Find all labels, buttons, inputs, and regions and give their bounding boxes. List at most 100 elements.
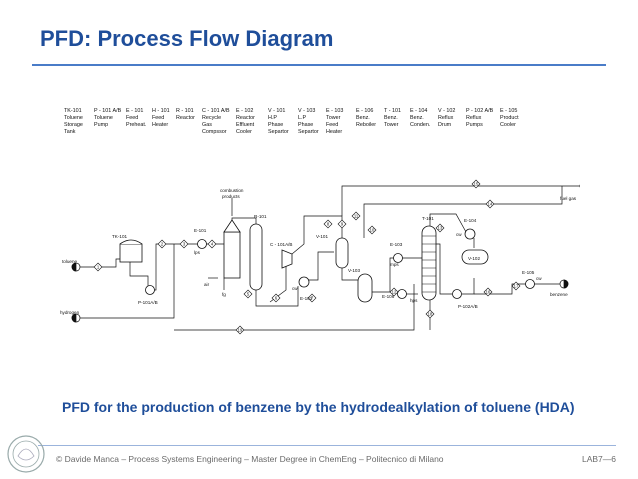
equipment-labels: TK-101 P-101A/B E-101 R-101 C - 101A/B E… [60, 188, 577, 315]
label-v101: V-101 [316, 234, 328, 239]
pipe-e102-v101 [308, 251, 334, 281]
pipe-reflux [436, 243, 452, 295]
pipe-recycle-bottom [174, 284, 415, 331]
equipment-list-item: Reboiler [356, 122, 376, 128]
equipment-list-item: Tower [326, 115, 341, 121]
stream-number-19: 19 [235, 325, 245, 335]
equipment-list-item: E - 103 [326, 108, 343, 114]
label-tk101: TK-101 [112, 234, 128, 239]
stream-number-7: 7 [307, 293, 317, 303]
exchanger-e104 [464, 228, 476, 240]
exchanger-e101 [197, 239, 207, 249]
svg-text:10: 10 [370, 228, 375, 233]
label-hps: hps [410, 298, 418, 303]
equipment-list-item: E - 106 [356, 108, 373, 114]
equipment-list-item: Product [500, 115, 519, 121]
stream-number-13: 13 [435, 223, 445, 233]
equipment-list-item: Recycle [202, 115, 221, 121]
equipment-list-item: Feed [326, 122, 338, 128]
equipment-list-item: Gas [202, 122, 212, 128]
equipment-list-item: Reflux [438, 115, 454, 121]
piping [80, 185, 580, 331]
label-hydrogen: hydrogen [60, 310, 80, 315]
label-p102: P-102A/B [458, 304, 478, 309]
pipe-product [474, 283, 526, 295]
svg-text:12: 12 [392, 290, 397, 295]
label-t101: T-101 [422, 216, 434, 221]
stream-number-9: 9 [337, 219, 347, 229]
exchanger-e103 [393, 253, 403, 263]
equipment-list-item: Toluene [94, 115, 113, 121]
pipe-fuelgas [341, 185, 580, 216]
equipment-list-item: Phase [298, 122, 313, 128]
equipment-list-item: Storage [64, 122, 83, 128]
stream-number-2: 2 [157, 239, 167, 249]
stream-number-3: 3 [179, 239, 189, 249]
stream-number-14: 14 [485, 199, 495, 209]
label-combustion-2: products [222, 194, 240, 199]
pipe-tank-pump [129, 262, 149, 286]
equipment-list-item: L.P [298, 115, 306, 121]
diagram-caption: PFD for the production of benzene by the… [62, 399, 575, 415]
svg-text:15: 15 [474, 182, 479, 187]
equipment-list-item: P - 101 A/B [94, 108, 122, 114]
svg-text:17: 17 [514, 284, 519, 289]
equipment-list-item: R - 101 [176, 108, 194, 114]
equipment-list-item: Benz. [356, 115, 370, 121]
equipment-list-item: Cooler [500, 122, 516, 128]
label-air: air [204, 282, 210, 287]
pipe-v103-e103 [372, 257, 394, 293]
pump-p102 [452, 289, 462, 299]
exchanger-e106 [397, 289, 407, 299]
equipment-list-item: Pumps [466, 122, 483, 128]
stream-number-16: 16 [483, 287, 493, 297]
svg-text:3: 3 [183, 242, 186, 247]
column-trays [422, 235, 436, 293]
pipe-r101-e102 [255, 286, 299, 307]
svg-text:8: 8 [327, 222, 330, 227]
label-e101: E-101 [194, 228, 207, 233]
stream-number-15: 15 [471, 179, 481, 189]
pipe-t101-e104 [429, 213, 467, 233]
label-mps: mps [390, 262, 399, 267]
svg-text:1: 1 [97, 265, 100, 270]
equipment-list-item: H.P [268, 115, 277, 121]
equipment-list-item: Reflux [466, 115, 482, 121]
label-fg: fg [222, 292, 226, 297]
label-e102: E-102 [300, 296, 313, 301]
equipment-list-item: V - 101 [268, 108, 285, 114]
equipment-list-item: Cooler [236, 129, 252, 135]
stream-number-18: 18 [425, 309, 435, 319]
equipment-list-item: Reactor [176, 115, 195, 121]
column-t101 [421, 225, 437, 301]
label-benzene: benzene [550, 292, 568, 297]
label-e104: E-104 [464, 218, 477, 223]
terminals [71, 184, 580, 323]
exchanger-e102 [298, 276, 310, 288]
vessel-v103 [357, 273, 373, 303]
equipment-list-item: Benz. [384, 115, 398, 121]
equipment-list-item: Benz. [410, 115, 424, 121]
equipment-list-item: Toluene [64, 115, 83, 121]
stream-number-6: 6 [271, 293, 281, 303]
label-e105: E-105 [522, 270, 535, 275]
label-e103: E-103 [390, 242, 403, 247]
equipment-list-item: C - 101 A/B [202, 108, 230, 114]
equipment-list-item: Phase [268, 122, 283, 128]
svg-text:18: 18 [428, 312, 433, 317]
stream-number-17: 17 [511, 281, 521, 291]
equipment-list-item: Tank [64, 129, 76, 135]
stream-number-1: 1 [93, 262, 103, 272]
pipe-pump-e101 [154, 243, 198, 291]
svg-text:5: 5 [247, 292, 250, 297]
label-v102: V-102 [468, 256, 480, 261]
equipment-list-item: Compssor [202, 129, 227, 135]
university-seal-icon [7, 435, 45, 473]
reactor-r101 [249, 223, 263, 291]
svg-text:6: 6 [275, 296, 278, 301]
equipment-list-item: V - 103 [298, 108, 315, 114]
equipment-list-item: Heater [152, 122, 168, 128]
equipment-list-item: H - 101 [152, 108, 170, 114]
footer-credit: © Davide Manca – Process Systems Enginee… [56, 454, 444, 464]
